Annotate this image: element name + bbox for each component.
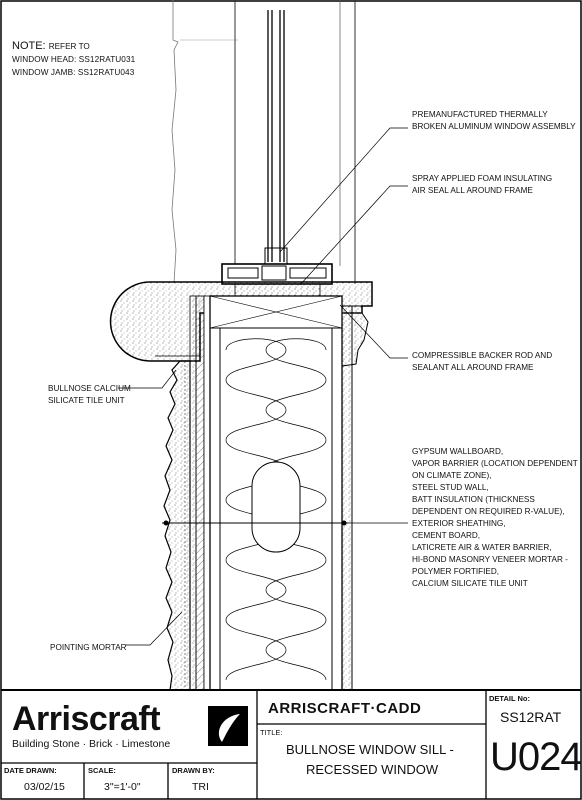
logo-text: Arriscraft: [12, 700, 161, 738]
detail-prefix: SS12RAT: [500, 709, 562, 725]
exterior-tile: [163, 360, 191, 691]
sheathing-layers: [189, 295, 211, 691]
note-heading: NOTE: REFER TO: [12, 40, 90, 52]
callout-window-assembly: PREMANUFACTURED THERMALLY BROKEN ALUMINU…: [412, 110, 576, 131]
drawn-label: DRAWN BY:: [172, 766, 215, 775]
callout-backer-rod: COMPRESSIBLE BACKER ROD AND SEALANT ALL …: [412, 351, 553, 372]
title-line-1: BULLNOSE WINDOW SILL -: [286, 742, 454, 757]
title-block-grid: [1, 689, 581, 799]
gypsum-wallboard: [341, 305, 353, 691]
window-glazing: [264, 10, 288, 265]
detail-number: U024: [490, 735, 582, 779]
note-line-jamb: WINDOW JAMB: SS12RATU043: [12, 68, 135, 77]
title-line-2: RECESSED WINDOW: [306, 762, 439, 777]
note-heading-label: NOTE:: [12, 40, 46, 52]
scale-label: SCALE:: [88, 766, 116, 775]
logo-mark-icon: [208, 706, 248, 746]
leader-lines: [118, 127, 408, 646]
cadd-label: ARRISCRAFT·CADD: [268, 700, 422, 717]
upper-wall: [171, 0, 356, 284]
date-value: 03/02/15: [24, 781, 65, 793]
scale-value: 3"=1'-0": [104, 781, 141, 793]
date-label: DATE DRAWN:: [4, 766, 57, 775]
drawn-value: TRI: [192, 781, 209, 793]
callout-foam-seal: SPRAY APPLIED FOAM INSULATING AIR SEAL A…: [412, 174, 553, 195]
detail-label: DETAIL No:: [489, 694, 530, 703]
note-line-head: WINDOW HEAD: SS12RATU031: [12, 55, 136, 64]
note-heading-suffix: REFER TO: [48, 42, 90, 51]
logo-tagline: Building Stone · Brick · Limestone: [12, 738, 171, 750]
callout-pointing-mortar: POINTING MORTAR: [50, 643, 127, 652]
callout-wall-assembly: GYPSUM WALLBOARD, VAPOR BARRIER (LOCATIO…: [412, 447, 578, 588]
stud-wall: [209, 295, 343, 691]
title-label: TITLE:: [260, 728, 283, 737]
callout-bullnose-tile: BULLNOSE CALCIUM SILICATE TILE UNIT: [48, 384, 131, 405]
